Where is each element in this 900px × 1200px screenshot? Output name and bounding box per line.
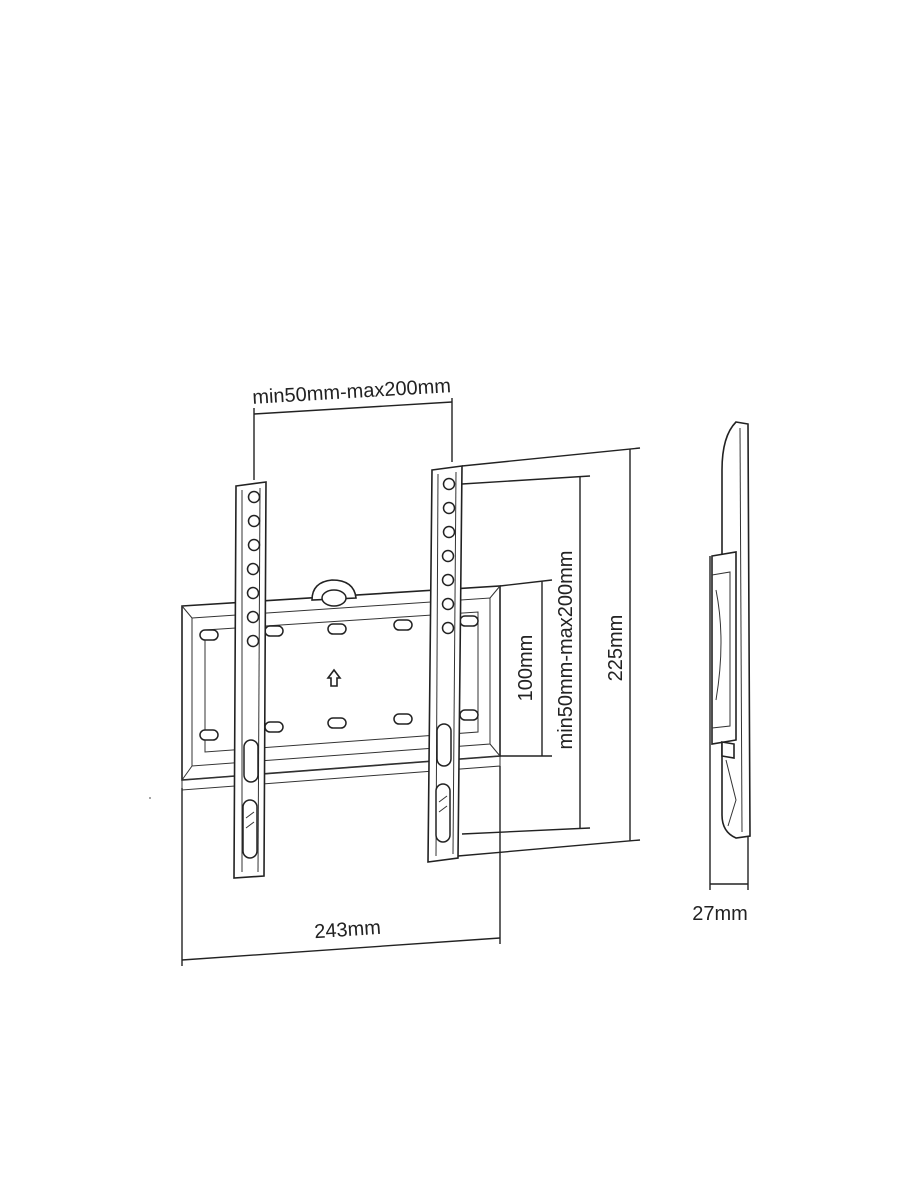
dimension-vesa-vertical: min50mm-max200mm [461,475,591,835]
side-view: 27mm [692,421,751,925]
overall-width-label: 243mm [314,917,382,943]
wall-distance-label: 27mm [692,903,748,925]
level-hook [311,579,357,607]
right-vertical-arm [427,465,463,863]
plate-slot [199,629,219,641]
stray-mark [149,797,151,799]
up-arrow-icon [326,668,342,687]
plate-slot [327,717,347,729]
plate-slot [264,625,284,637]
dimension-vesa-horizontal: min50mm-max200mm [252,375,453,480]
plate-slot [264,721,284,733]
plate-slot [459,709,479,721]
plate-slot [393,619,413,631]
plate-slot [199,729,219,741]
vesa-vertical-label: min50mm-max200mm [555,551,577,750]
dimension-plate-height: 100mm [499,579,553,757]
dimension-overall-height: 225mm [457,447,641,857]
plate-slot [459,615,479,627]
plate-slot [327,623,347,635]
plate-height-label: 100mm [515,635,537,702]
left-vertical-arm [233,481,267,879]
dimension-overall-width: 243mm [181,766,501,966]
plate-slot [393,713,413,725]
overall-height-label: 225mm [605,615,627,682]
